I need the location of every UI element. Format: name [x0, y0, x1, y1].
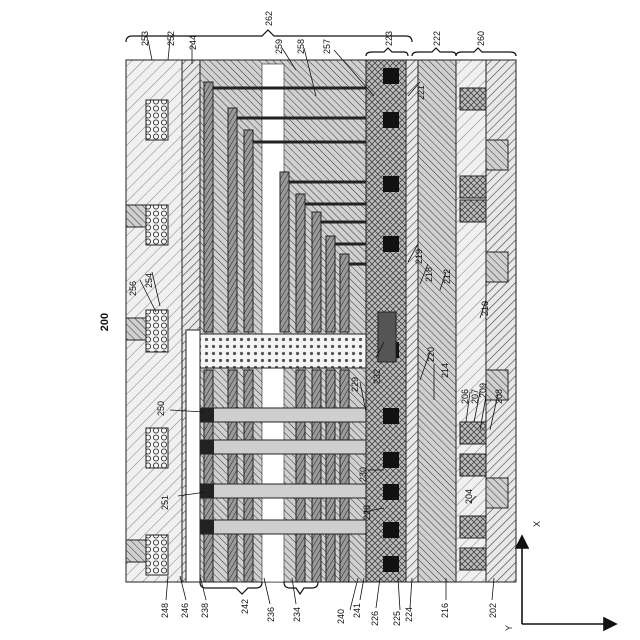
ref-241: 241 [352, 603, 362, 618]
ref-256: 256 [128, 281, 138, 296]
ref-218: 218 [424, 267, 434, 282]
pad [146, 310, 168, 352]
ref-210: 210 [480, 301, 490, 316]
ref-258: 258 [296, 39, 306, 54]
step-conductor [204, 82, 213, 332]
top-labels: 253 252 244 262 259 258 257 223 222 260 [140, 11, 486, 54]
top-brackets [126, 30, 516, 56]
ref-222: 222 [432, 31, 442, 46]
ref-254: 254 [144, 273, 154, 288]
ref-246: 246 [180, 603, 190, 618]
step-conductor [296, 194, 305, 332]
ref-236: 236 [266, 607, 276, 622]
step-conductor [228, 108, 237, 332]
ref-250: 250 [156, 401, 166, 416]
axis-x-label: X [532, 521, 542, 527]
figure-number: 200 [99, 313, 111, 331]
ref-242: 242 [240, 599, 250, 614]
ref-240: 240 [336, 609, 346, 624]
ref-253: 253 [140, 31, 150, 46]
ref-262: 262 [264, 11, 274, 26]
ref-219: 219 [414, 249, 424, 264]
bottom-brackets [200, 582, 318, 594]
ref-257: 257 [322, 39, 332, 54]
ref-224: 224 [404, 607, 414, 622]
ref-234: 234 [292, 607, 302, 622]
ref-204: 204 [464, 489, 474, 504]
layer-222 [418, 60, 456, 582]
step-conductor [340, 254, 349, 332]
ref-252: 252 [166, 31, 176, 46]
ref-244: 244 [188, 35, 198, 50]
pad [146, 428, 168, 468]
ref-238: 238 [200, 603, 210, 618]
pad-step [126, 318, 146, 340]
step-conductor [244, 130, 253, 332]
ref-223: 223 [384, 31, 394, 46]
ref-248: 248 [160, 603, 170, 618]
device-cross-section [126, 60, 516, 582]
ref-202: 202 [488, 603, 498, 618]
ref-259: 259 [274, 39, 284, 54]
gap [262, 360, 284, 582]
ref-230: 230 [358, 467, 368, 482]
axis-y-label: Y [504, 625, 514, 631]
ref-251: 251 [160, 495, 170, 510]
ref-209: 209 [478, 383, 488, 398]
step-conductor [312, 212, 321, 332]
pad [146, 100, 168, 140]
xy-axes [516, 536, 616, 630]
ref-225: 225 [392, 611, 402, 626]
ref-206: 206 [460, 389, 470, 404]
dielectric-block-254 [200, 334, 368, 368]
layer-246 [186, 330, 200, 582]
pad-step [126, 205, 146, 227]
ref-216: 216 [440, 603, 450, 618]
contact-232 [378, 312, 396, 362]
pad-step [126, 540, 146, 562]
ref-226: 226 [370, 611, 380, 626]
ref-212: 212 [442, 269, 452, 284]
ref-229: 229 [350, 377, 360, 392]
layer-224 [406, 60, 418, 582]
ref-220: 220 [426, 347, 436, 362]
ref-228: 228 [362, 505, 372, 520]
ref-221: 221 [416, 85, 426, 100]
bottom-labels: 248 246 238 242 236 234 240 241 226 225 … [160, 599, 498, 626]
ref-232: 232 [372, 369, 382, 384]
pad [146, 205, 168, 245]
pad [146, 535, 168, 575]
ref-208: 208 [494, 389, 504, 404]
ref-214: 214 [440, 363, 450, 378]
step-conductor [326, 236, 335, 332]
step-conductor [280, 172, 289, 332]
ref-260: 260 [476, 31, 486, 46]
